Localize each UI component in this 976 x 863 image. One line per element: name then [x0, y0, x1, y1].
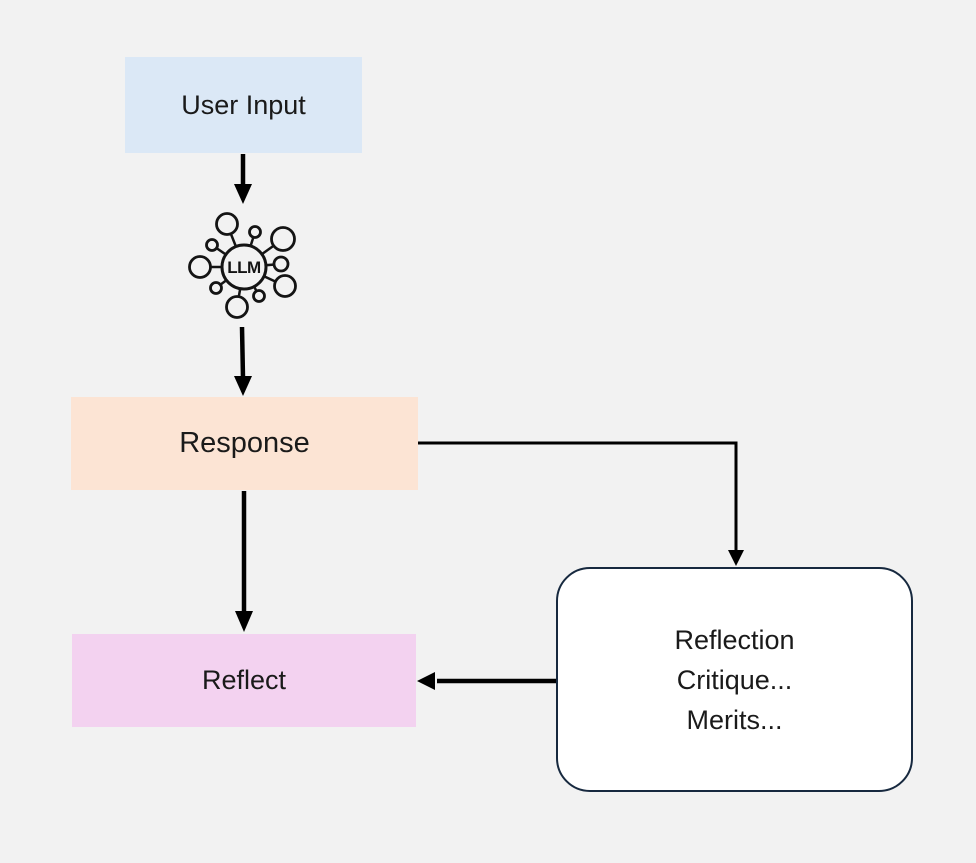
reflection-note-line: Critique...: [676, 664, 793, 695]
reflection-note-line: Merits...: [686, 704, 783, 735]
llm-icon-label: LLM: [227, 258, 261, 277]
node-response-label: Response: [179, 427, 310, 459]
node-user-input: User Input: [125, 57, 362, 153]
arrow-response-to-reflect: [235, 491, 253, 632]
arrow-llm-to-response: [234, 326, 252, 396]
llm-icon: LLM: [185, 204, 303, 322]
arrow-note-to-reflect: [417, 672, 557, 690]
node-reflect-label: Reflect: [201, 665, 287, 695]
connector-response-to-note: [418, 441, 744, 566]
node-user-input-label: User Input: [181, 89, 306, 120]
arrow-user-input-to-llm: [234, 154, 252, 204]
node-response: Response: [71, 397, 418, 490]
node-reflect: Reflect: [72, 634, 416, 727]
node-reflection-note: Reflection Critique... Merits...: [556, 567, 913, 792]
reflection-note-line: Reflection: [674, 624, 795, 655]
